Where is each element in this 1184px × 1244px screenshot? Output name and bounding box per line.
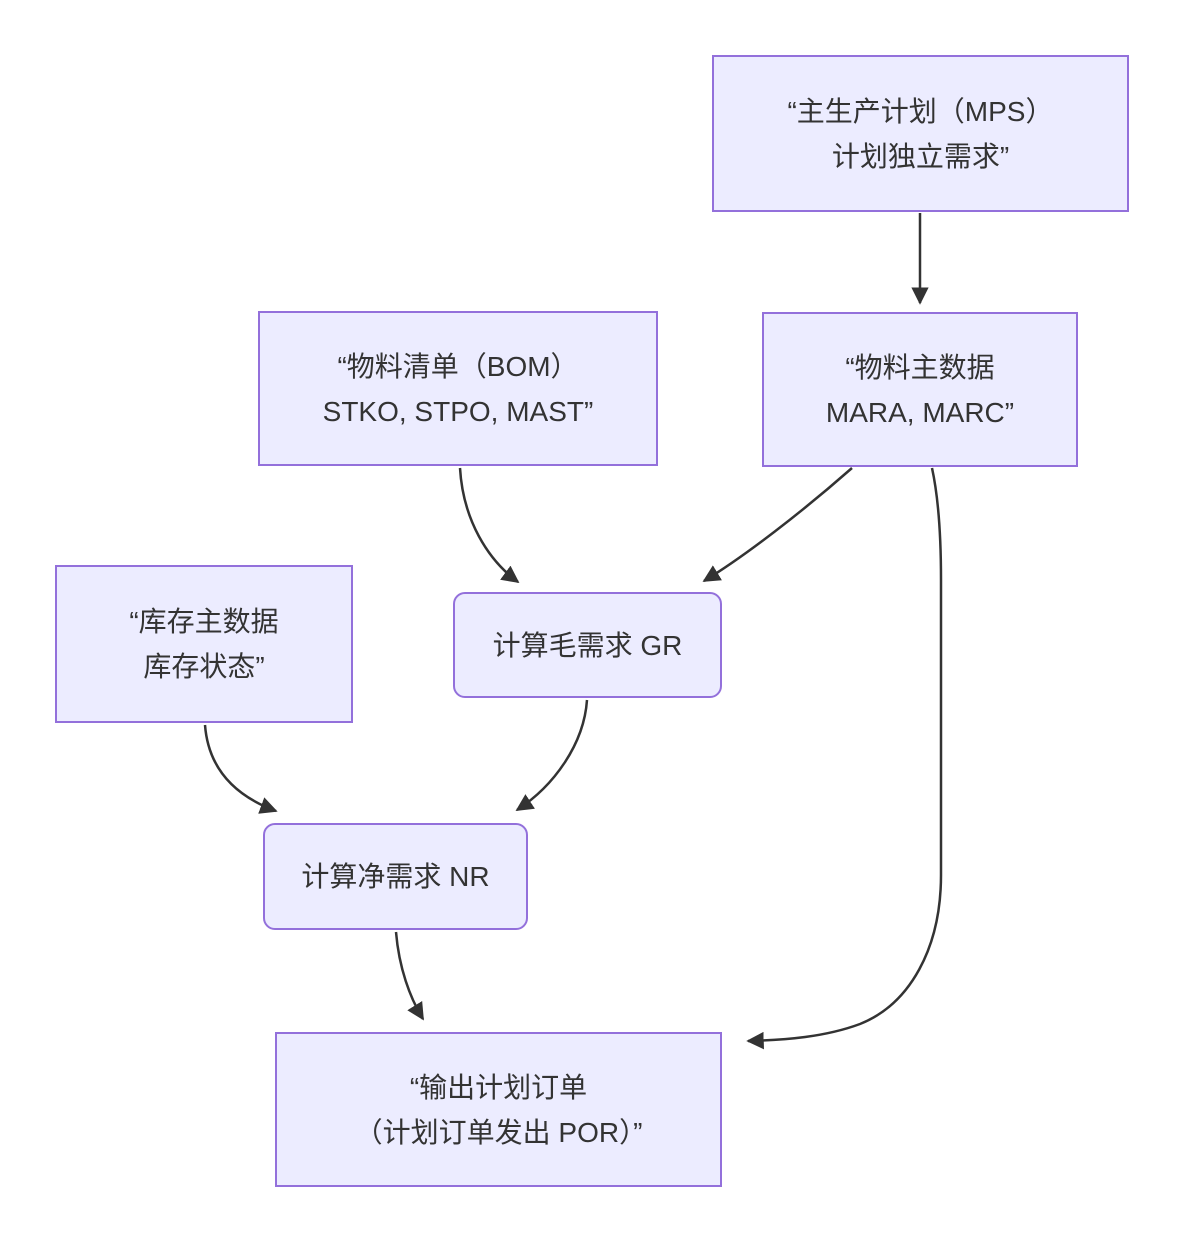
edge-bom-to-gross-requirement bbox=[458, 467, 520, 584]
node-inventory-master-label-line-2: 库存状态” bbox=[143, 651, 265, 682]
node-material-master-label-line-2: MARA, MARC” bbox=[825, 396, 1015, 428]
node-planned-order-output: “输出计划订单 （计划订单发出 POR）” bbox=[275, 1032, 722, 1187]
node-net-requirement-label: 计算净需求 NR bbox=[301, 861, 490, 892]
node-bom: “物料清单（BOM） STKO, STPO, MAST” bbox=[258, 311, 658, 466]
node-net-requirement: 计算净需求 NR bbox=[263, 823, 528, 930]
edge-net-requirement-to-planned-order-output bbox=[394, 931, 425, 1021]
node-mps-label-line-2: 计划独立需求” bbox=[831, 140, 1010, 172]
node-planned-order-output-label-line-1: “输出计划订单 bbox=[409, 1071, 588, 1103]
node-inventory-master-label-line-1: “库存主数据 bbox=[129, 606, 279, 637]
edge-material-master-to-gross-requirement bbox=[702, 467, 853, 583]
node-inventory-master: “库存主数据 库存状态” bbox=[55, 565, 353, 723]
node-mps-label-line-1: “主生产计划（MPS） bbox=[787, 95, 1054, 127]
node-mps: “主生产计划（MPS） 计划独立需求” bbox=[712, 55, 1129, 212]
edge-inventory-master-to-net-requirement bbox=[203, 724, 278, 814]
node-material-master: “物料主数据 MARA, MARC” bbox=[762, 312, 1078, 467]
node-material-master-label-line-1: “物料主数据 bbox=[845, 351, 995, 383]
node-bom-label-line-1: “物料清单（BOM） bbox=[337, 350, 579, 382]
node-planned-order-output-label-line-2: （计划订单发出 POR）” bbox=[354, 1116, 643, 1148]
edge-gross-requirement-to-net-requirement bbox=[515, 699, 589, 812]
node-gross-requirement-label: 计算毛需求 GR bbox=[492, 629, 683, 661]
edge-material-master-to-planned-order-output bbox=[746, 467, 943, 1050]
node-gross-requirement: 计算毛需求 GR bbox=[453, 592, 722, 698]
node-bom-label-line-2: STKO, STPO, MAST” bbox=[322, 395, 594, 427]
